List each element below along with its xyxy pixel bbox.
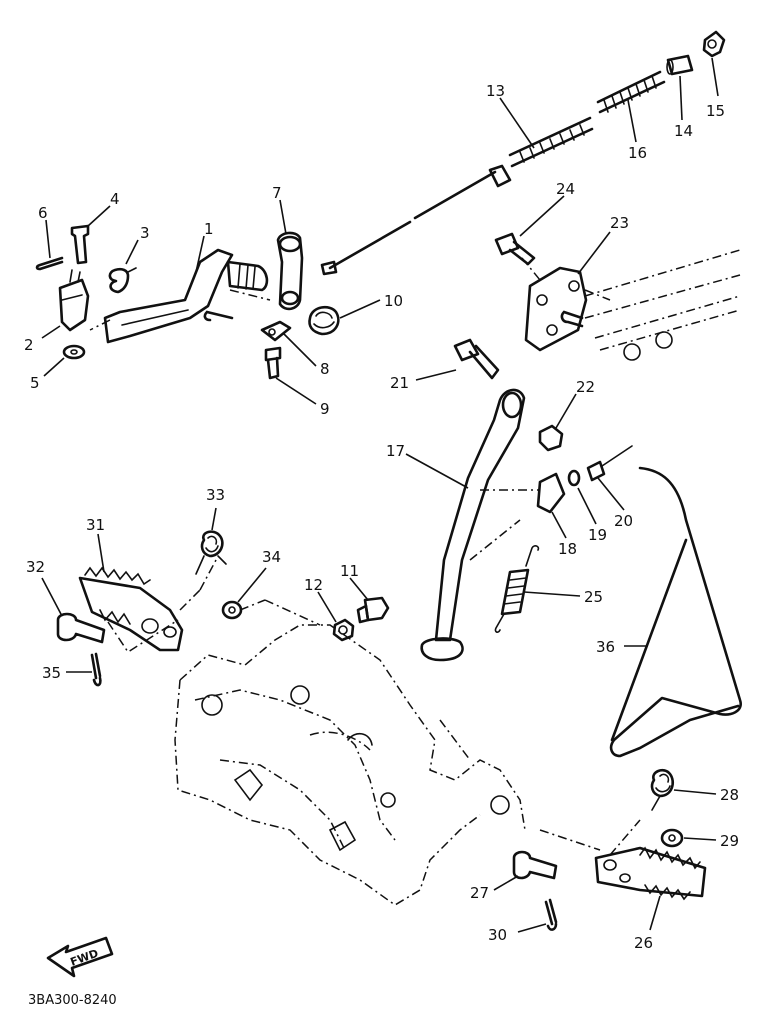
label-13: 13 bbox=[486, 82, 505, 100]
label-2: 2 bbox=[24, 336, 34, 354]
label-35: 35 bbox=[42, 664, 61, 682]
leader-lines bbox=[41, 57, 719, 933]
part-25-spring bbox=[494, 545, 540, 633]
part-5-washer bbox=[62, 344, 86, 360]
part-16-spring bbox=[596, 70, 666, 114]
label-31: 31 bbox=[86, 516, 105, 534]
part-29-washer bbox=[660, 828, 684, 848]
label-18: 18 bbox=[558, 540, 577, 558]
label-34: 34 bbox=[262, 548, 281, 566]
label-28: 28 bbox=[720, 786, 739, 804]
part-1-pedal bbox=[103, 248, 269, 344]
label-21: 21 bbox=[390, 374, 409, 392]
label-14: 14 bbox=[674, 122, 693, 140]
label-1: 1 bbox=[204, 220, 214, 238]
label-26: 26 bbox=[634, 934, 653, 952]
label-27: 27 bbox=[470, 884, 489, 902]
part-10-spring bbox=[308, 305, 340, 336]
label-15: 15 bbox=[706, 102, 725, 120]
label-12: 12 bbox=[304, 576, 323, 594]
part-12-nut bbox=[332, 618, 355, 642]
part-4-pin bbox=[70, 224, 90, 265]
fwd-arrow: FWD bbox=[46, 936, 114, 978]
part-20-screw bbox=[586, 445, 633, 482]
part-6-cotter-pin bbox=[35, 256, 64, 271]
label-7: 7 bbox=[272, 184, 282, 202]
label-3: 3 bbox=[140, 224, 150, 242]
part-34-washer bbox=[221, 600, 243, 620]
label-6: 6 bbox=[38, 204, 48, 222]
label-23: 23 bbox=[610, 214, 629, 232]
label-11: 11 bbox=[340, 562, 359, 580]
label-25: 25 bbox=[584, 588, 603, 606]
label-30: 30 bbox=[488, 926, 507, 944]
part-27-pin bbox=[512, 850, 558, 880]
label-8: 8 bbox=[320, 360, 330, 378]
label-36: 36 bbox=[596, 638, 615, 656]
label-16: 16 bbox=[628, 144, 647, 162]
part-19-washer bbox=[567, 469, 581, 487]
part-15-nut bbox=[702, 30, 726, 58]
part-7-arm bbox=[276, 231, 304, 311]
label-5: 5 bbox=[30, 374, 40, 392]
frame-tube bbox=[584, 249, 741, 361]
part-14-sleeve bbox=[666, 54, 694, 76]
part-3-spring bbox=[108, 267, 137, 294]
part-23-bracket bbox=[524, 266, 588, 352]
label-10: 10 bbox=[384, 292, 403, 310]
part-36-stand bbox=[609, 466, 742, 758]
frame-outline bbox=[174, 599, 526, 906]
part-18-block bbox=[536, 472, 566, 514]
part-13-rod bbox=[320, 116, 594, 276]
part-35-cotter-pin bbox=[90, 652, 102, 687]
label-4: 4 bbox=[110, 190, 120, 208]
label-19: 19 bbox=[588, 526, 607, 544]
part-24-bolt bbox=[494, 232, 536, 266]
part-30-cotter-pin bbox=[544, 898, 558, 931]
label-24: 24 bbox=[556, 180, 575, 198]
part-9-bolt bbox=[264, 346, 282, 380]
drawing-code: 3BA300-8240 bbox=[28, 993, 117, 1008]
part-labels: 1 2 3 4 5 6 7 8 9 10 11 12 13 14 15 16 1… bbox=[24, 82, 739, 952]
label-17: 17 bbox=[386, 442, 405, 460]
part-8-plate bbox=[260, 320, 292, 342]
label-9: 9 bbox=[320, 400, 330, 418]
part-32-pin bbox=[56, 612, 106, 644]
part-17-sidestand bbox=[420, 388, 526, 662]
part-28-spring bbox=[650, 768, 674, 811]
part-11-bolt bbox=[356, 596, 390, 624]
part-2-bracket bbox=[58, 269, 90, 332]
part-22-nut bbox=[538, 424, 564, 452]
label-32: 32 bbox=[26, 558, 45, 576]
label-22: 22 bbox=[576, 378, 595, 396]
label-20: 20 bbox=[614, 512, 633, 530]
part-26-footrest bbox=[594, 846, 707, 901]
part-31-footrest bbox=[78, 566, 184, 652]
part-33-spring bbox=[195, 530, 227, 575]
part-21-bolt bbox=[453, 338, 500, 380]
label-29: 29 bbox=[720, 832, 739, 850]
label-33: 33 bbox=[206, 486, 225, 504]
